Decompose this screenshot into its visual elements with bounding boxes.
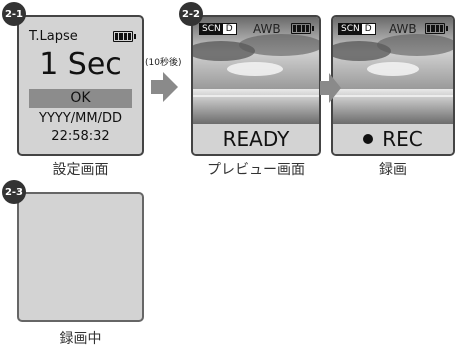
preview-caption: プレビュー画面 (207, 162, 305, 178)
record-dot-icon (363, 134, 374, 144)
rec-status: REC (333, 124, 453, 154)
scene-prefix: SCN (200, 23, 223, 34)
scene-prefix: SCN (339, 23, 362, 34)
interval-value: 1 Sec (39, 47, 122, 82)
date-format: YYYY/MM/DD (39, 111, 122, 126)
scene-mode: D (361, 24, 375, 34)
scene-mode-indicator: SCN D (199, 23, 237, 35)
mode-label: T.Lapse (29, 29, 78, 44)
white-balance-label: AWB (389, 22, 417, 36)
ready-status: READY (193, 124, 319, 154)
white-balance-label: AWB (253, 22, 281, 36)
scene-mode: D (222, 24, 236, 34)
right-arrow-icon (320, 73, 341, 103)
recording-off-caption: 録画中 (59, 331, 102, 347)
step-badge-2-2: 2-2 (179, 2, 203, 26)
battery-full-icon (113, 31, 136, 42)
scene-mode-indicator: SCN D (338, 23, 376, 35)
settings-caption: 設定画面 (52, 162, 109, 178)
settings-screen: T.Lapse 1 Sec OK YYYY/MM/DD 22:58:32 (17, 15, 144, 156)
ok-button[interactable]: OK (29, 89, 132, 108)
rec-label: REC (382, 127, 423, 151)
delay-label: (10秒後) (145, 58, 182, 68)
battery-full-icon (291, 23, 314, 34)
step-badge-2-3: 2-3 (2, 180, 26, 204)
screen-off-display (17, 192, 144, 322)
recording-screen: SCN D AWB REC (331, 15, 455, 156)
preview-screen: SCN D AWB READY (191, 15, 321, 156)
time-readout: 22:58:32 (51, 129, 110, 144)
battery-full-icon (425, 23, 448, 34)
right-arrow-icon (151, 72, 178, 102)
step-badge-2-1: 2-1 (2, 2, 26, 26)
recording-caption: 録画 (379, 162, 407, 178)
